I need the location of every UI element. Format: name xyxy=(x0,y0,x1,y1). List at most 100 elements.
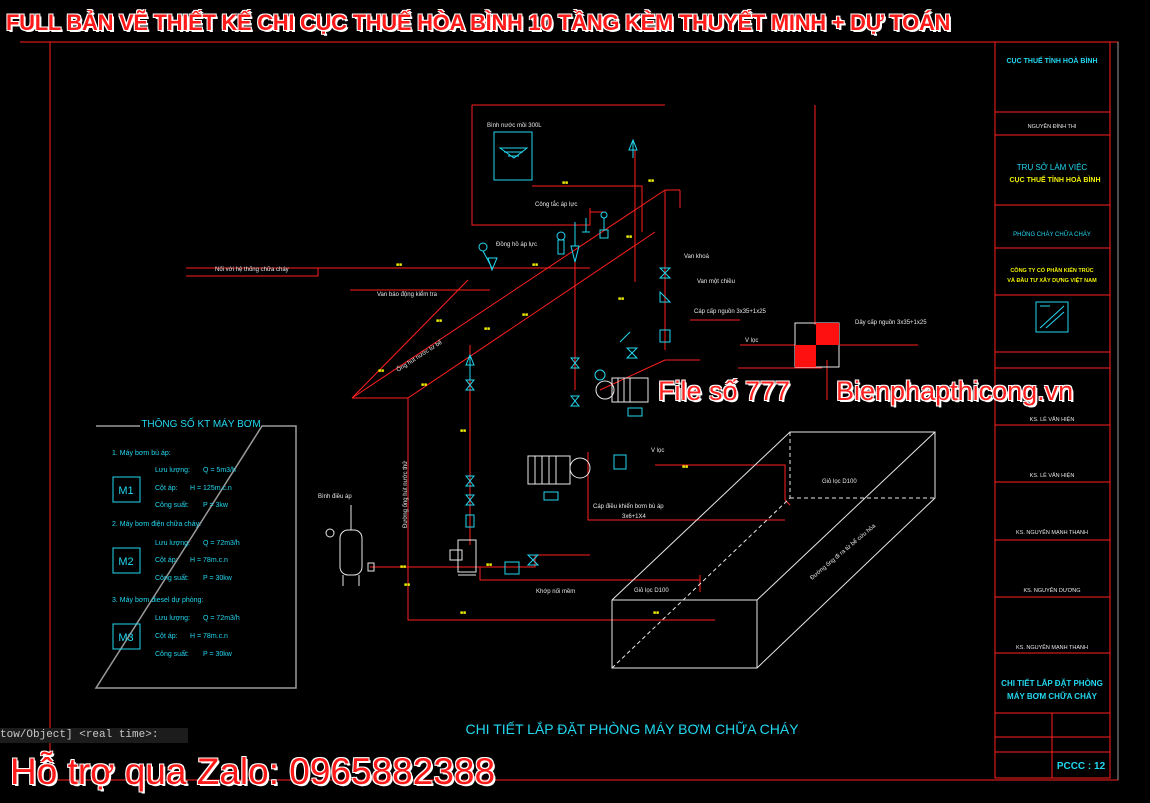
company-logo-icon xyxy=(1035,301,1069,333)
site-banner: Bienphapthicong.vn xyxy=(836,376,1074,406)
svg-text:■■: ■■ xyxy=(682,464,688,470)
svg-text:■■: ■■ xyxy=(626,234,632,240)
pipe-size-tags: ■■■■■■ ■■■■■■ ■■■■■■ ■■■■■■ ■■■■■■ ■■■■■… xyxy=(378,178,688,616)
tb-person-5: KS. NGUYỄN MẠNH THANH xyxy=(1016,644,1088,651)
pressure-switch-label: Công tắc áp lực xyxy=(535,201,577,208)
control-cable-label: Cáp điều khiển bơm bù áp xyxy=(593,503,664,510)
svg-text:■■: ■■ xyxy=(404,582,410,588)
svg-text:Q = 5m3/h: Q = 5m3/h xyxy=(203,467,236,474)
tb-person-2: KS. LÊ VĂN HIỆN xyxy=(1030,471,1075,479)
svg-text:■■: ■■ xyxy=(653,610,659,616)
tb-person-4: KS. NGUYỄN DƯƠNG xyxy=(1023,587,1080,594)
pump-3-code: M3 xyxy=(118,632,133,644)
pressure-vessel-icon xyxy=(325,505,375,586)
file-number-banner: File số 777 xyxy=(658,376,791,406)
svg-text:Công suất:: Công suất: xyxy=(155,500,189,509)
tb-project-2: CỤC THUẾ TỈNH HOÀ BÌNH xyxy=(1010,174,1101,184)
svg-text:Lưu lượng:: Lưu lượng: xyxy=(155,615,190,622)
pump-icon xyxy=(595,377,649,417)
tb-person-1: KS. LÊ VĂN HIỆN xyxy=(1030,415,1075,423)
tank-box-hidden xyxy=(611,432,935,669)
svg-text:■■: ■■ xyxy=(396,262,402,268)
command-line[interactable]: tow/Object] <real time>: xyxy=(0,728,188,743)
connect-label: Nối với hệ thống chữa cháy xyxy=(215,267,289,273)
vloc2-label: V lọc xyxy=(651,448,664,454)
tb-item: PHÒNG CHÁY CHỮA CHÁY xyxy=(1013,231,1091,238)
valve-lock-label: Van khoá xyxy=(684,254,710,260)
water-tank-icon xyxy=(493,131,533,181)
svg-text:■■: ■■ xyxy=(460,610,466,616)
flex-joint-label: Khớp nối mềm xyxy=(536,589,575,595)
svg-text:Lưu lượng:: Lưu lượng: xyxy=(155,467,190,474)
pump-icon xyxy=(449,539,477,576)
svg-text:■■: ■■ xyxy=(522,312,528,318)
spec-title: THÔNG SỐ KT MÁY BƠM xyxy=(141,416,260,430)
tb-drawing-2: MÁY BƠM CHỮA CHÁY xyxy=(1007,692,1098,701)
svg-text:■■: ■■ xyxy=(400,564,406,570)
suction-pipe-label: Đường ống hút nước thử xyxy=(402,461,409,528)
svg-text:■■: ■■ xyxy=(648,178,654,184)
zalo-banner: Hỗ trợ qua Zalo: 0965882388 xyxy=(10,751,496,792)
power-in-label: Cáp cấp nguồn 3x35+1x25 xyxy=(694,309,767,315)
svg-text:Cột áp:: Cột áp: xyxy=(155,557,178,564)
tb-company-2: VÀ ĐẦU TƯ XÂY DỰNG VIỆT NAM xyxy=(1007,276,1097,284)
control-panel-icon xyxy=(794,322,840,368)
control-cable-spec: 3x6+1X4 xyxy=(622,514,647,520)
svg-text:H = 78m.c.n: H = 78m.c.n xyxy=(190,557,228,564)
diag-pipe-label: Đường ống đi ra từ bể cứu hỏa xyxy=(809,522,878,581)
pump-1-heading: 1. Máy bơm bù áp: xyxy=(112,450,171,457)
tank-pipe-label: Ống hút nước từ bể xyxy=(395,339,444,374)
tb-project-1: TRỤ SỞ LÀM VIỆC xyxy=(1017,163,1088,172)
svg-text:■■: ■■ xyxy=(562,180,568,186)
tb-sheet: PCCC : 12 xyxy=(1057,761,1106,772)
svg-text:■■: ■■ xyxy=(378,368,384,374)
vloc1-label: V lọc xyxy=(745,338,758,344)
svg-text:P = 30kw: P = 30kw xyxy=(203,651,233,658)
filter-top-label: Giỏ lọc D100 xyxy=(822,478,857,485)
title-block xyxy=(995,111,1110,778)
svg-text:■■: ■■ xyxy=(486,562,492,568)
pressure-tank-label: Bình điều áp xyxy=(318,494,352,500)
svg-text:Công suất:: Công suất: xyxy=(155,573,189,582)
tb-person-3: KS. NGUYỄN MẠNH THANH xyxy=(1016,529,1088,536)
tb-company-1: CÔNG TY CỔ PHẦN KIẾN TRÚC xyxy=(1010,266,1093,274)
pump-2-heading: 2. Máy bơm điện chữa cháy: xyxy=(112,521,201,528)
svg-text:H = 78m.c.n: H = 78m.c.n xyxy=(190,633,228,640)
tank-box xyxy=(611,431,936,669)
svg-text:Cột áp:: Cột áp: xyxy=(155,485,178,492)
svg-text:Q = 72m3/h: Q = 72m3/h xyxy=(203,615,240,622)
svg-text:■■: ■■ xyxy=(421,382,427,388)
title-block-text: CỤC THUẾ TỈNH HOÀ BÌNH NGUYỄN ĐÌNH THI T… xyxy=(1001,55,1105,772)
gauge-label: Đồng hồ áp lực xyxy=(496,242,537,248)
svg-text:P = 30kw: P = 30kw xyxy=(203,575,233,582)
tank-label: Bình nước mồi 300L xyxy=(487,123,542,129)
svg-text:■■: ■■ xyxy=(484,326,490,332)
title-banner: FULL BẢN VẼ THIẾT KẾ CHI CỤC THUẾ HÒA BÌ… xyxy=(6,10,951,35)
relief-label: Van báo động kiểm tra xyxy=(377,291,438,298)
component-labels: Công tắc áp lực Đồng hồ áp lực Nối với h… xyxy=(215,201,927,595)
pump-icon xyxy=(527,455,591,501)
filter-bottom-label: Giỏ lọc D100 xyxy=(634,587,669,594)
pipe-fittings xyxy=(464,138,672,575)
svg-text:■■: ■■ xyxy=(532,262,538,268)
svg-text:■■: ■■ xyxy=(460,428,466,434)
tb-owner-sig: NGUYỄN ĐÌNH THI xyxy=(1028,123,1077,130)
pump-3-heading: 3. Máy bơm diesel dự phòng: xyxy=(112,597,203,604)
svg-text:P = 3kw: P = 3kw xyxy=(203,502,229,509)
spec-panel: THÔNG SỐ KT MÁY BƠM 1. Máy bơm bù áp: Lư… xyxy=(94,416,297,689)
tb-owner: CỤC THUẾ TỈNH HOÀ BÌNH xyxy=(1007,55,1098,65)
power-out-label: Dây cấp nguồn 3x35+1x25 xyxy=(855,320,927,326)
svg-text:H = 125m.c.n: H = 125m.c.n xyxy=(190,485,232,492)
svg-text:Cột áp:: Cột áp: xyxy=(155,633,178,640)
svg-text:Lưu lượng:: Lưu lượng: xyxy=(155,540,190,547)
pump-1-code: M1 xyxy=(118,485,133,497)
sheet-frame xyxy=(20,41,1119,781)
svg-text:■■: ■■ xyxy=(618,296,624,302)
svg-text:Công suất:: Công suất: xyxy=(155,649,189,658)
check-valve-label: Van một chiều xyxy=(697,279,735,285)
tb-drawing-1: CHI TIẾT LẮP ĐẶT PHÒNG xyxy=(1001,678,1103,688)
pump-2-code: M2 xyxy=(118,556,133,568)
svg-text:Q = 72m3/h: Q = 72m3/h xyxy=(203,540,240,547)
drawing-caption: CHI TIẾT LẮP ĐẶT PHÒNG MÁY BƠM CHỮA CHÁY xyxy=(465,720,799,737)
